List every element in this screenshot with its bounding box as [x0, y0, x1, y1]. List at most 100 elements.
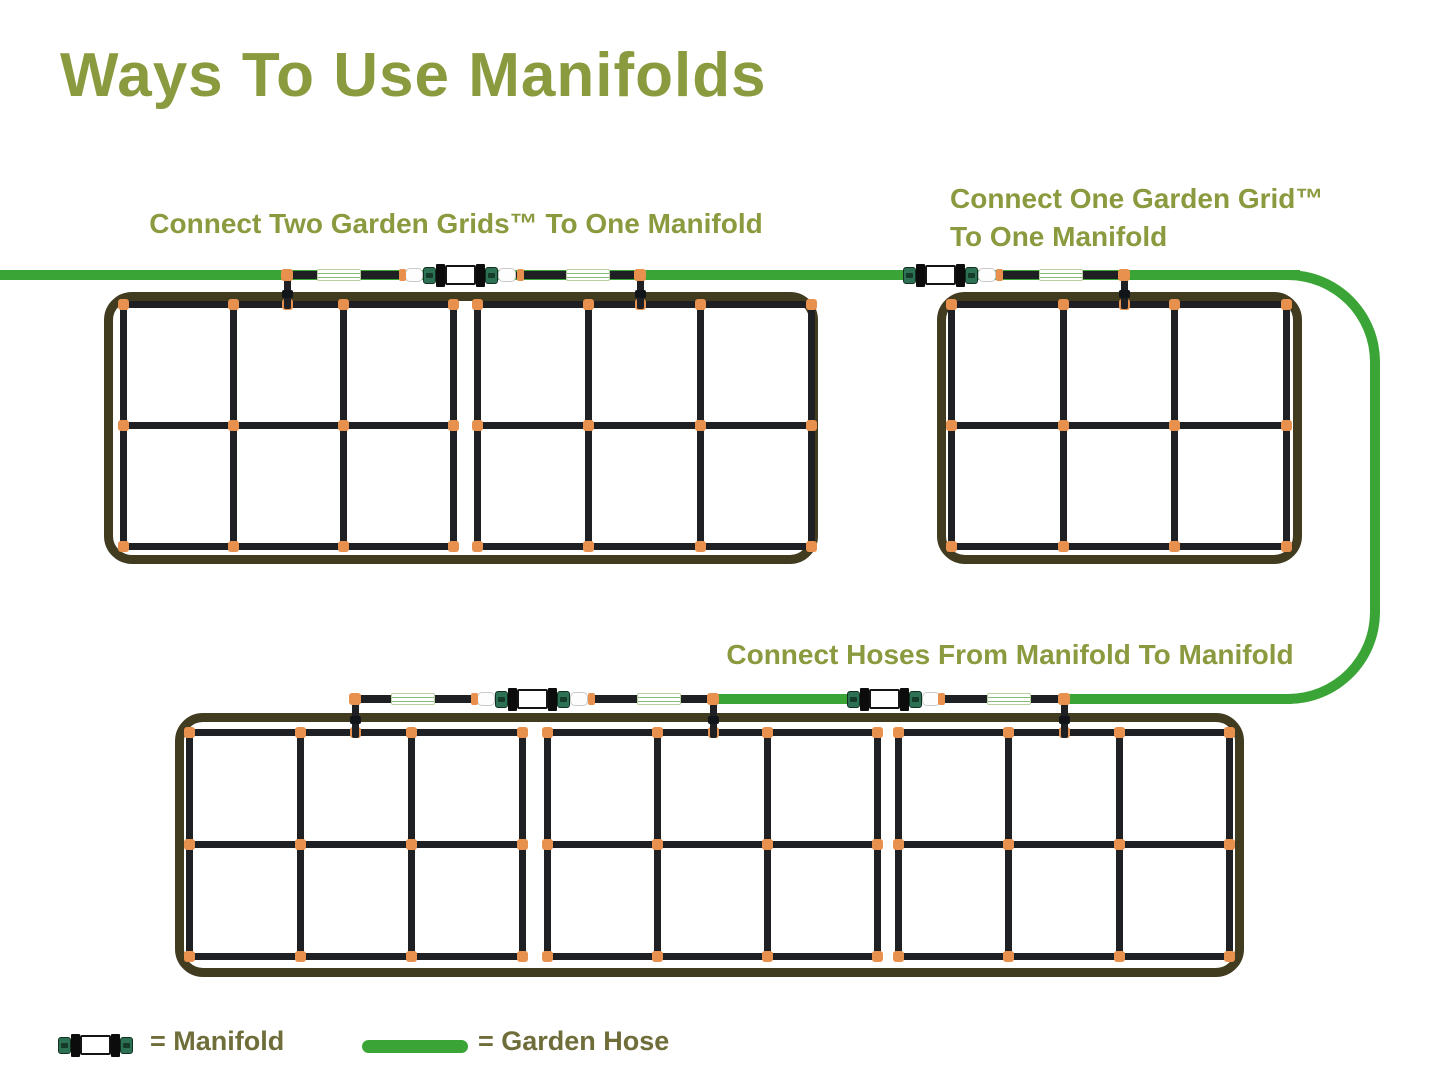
- grid-junction-connector: [1281, 541, 1292, 552]
- grid-junction-connector: [406, 839, 417, 850]
- grid-junction-connector: [694, 299, 706, 310]
- manifold-icon-top-left-body: [445, 265, 476, 285]
- manifold-icon-top-right: [903, 264, 978, 287]
- manifold-icon-top-left-clamp: [476, 264, 485, 287]
- manifold-icon-top-right-green-cap: [965, 267, 978, 284]
- hose-coupler: [978, 268, 996, 282]
- grid-junction-connector: [762, 839, 773, 850]
- tube-label-chip: [317, 269, 361, 281]
- grid-junction-connector: [806, 541, 817, 552]
- grid-junction-connector: [1057, 299, 1069, 310]
- grid-junction-connector: [946, 420, 957, 431]
- hose-coupler: [570, 692, 588, 706]
- legend-manifold-icon-clamp: [71, 1034, 80, 1057]
- grid-junction-connector: [448, 420, 459, 431]
- grid-junction-connector: [652, 839, 663, 850]
- manifold-icon-bottom-right-clamp: [860, 688, 869, 711]
- grid-junction-connector: [118, 541, 129, 552]
- grid-junction-connector: [1003, 839, 1015, 850]
- garden-hose-right-curve: [1284, 270, 1380, 704]
- grid-junction-connector: [946, 299, 957, 310]
- grid-junction-connector: [893, 839, 904, 850]
- drop-connector-nub: [349, 716, 361, 724]
- grid-junction-connector: [893, 727, 904, 738]
- page-title: Ways To Use Manifolds: [60, 41, 767, 110]
- section-label-one-grid-line1: Connect One Garden Grid™: [950, 183, 1324, 214]
- legend-hose-label: = Garden Hose: [478, 1026, 670, 1056]
- grid-junction-connector: [517, 839, 528, 850]
- garden-grid-bottom-2-tube: [544, 841, 881, 848]
- hose-coupler: [405, 268, 423, 282]
- tube-label-chip: [391, 693, 435, 705]
- manifold-icon-top-right-clamp: [956, 264, 965, 287]
- manifold-icon-bottom-right-green-cap: [909, 691, 922, 708]
- manifold-icon-bottom-right-slot: [850, 697, 857, 702]
- garden-grid-bottom-3-tube: [895, 841, 1233, 848]
- grid-junction-connector: [652, 727, 663, 738]
- grid-junction-connector: [228, 541, 239, 552]
- manifold-icon-bottom-left-slot: [560, 697, 567, 702]
- garden-hose-bottom-right: [1068, 694, 1292, 704]
- orange-tee-connector: [281, 269, 293, 281]
- grid-junction-connector: [1113, 951, 1125, 962]
- manifold-icon-bottom-right-clamp: [900, 688, 909, 711]
- grid-junction-connector: [472, 541, 483, 552]
- garden-grid-bottom-1-tube: [186, 953, 526, 960]
- grid-junction-connector: [338, 420, 349, 431]
- drop-connector-nub: [634, 289, 646, 298]
- grid-junction-connector: [1224, 839, 1235, 850]
- drop-connector-nub: [281, 289, 293, 298]
- grid-junction-connector: [448, 541, 459, 552]
- garden-grid-top-left-2-tube: [474, 543, 815, 550]
- grid-junction-connector: [806, 299, 817, 310]
- grid-junction-connector: [295, 839, 306, 850]
- grid-junction-connector: [1169, 420, 1181, 431]
- grid-junction-connector: [1281, 420, 1292, 431]
- manifold-icon-top-left-slot: [426, 273, 433, 278]
- orange-fitting-ring: [996, 269, 1003, 281]
- manifold-icon-top-right-body: [925, 265, 956, 285]
- legend-manifold-icon-slot: [123, 1043, 130, 1048]
- manifold-icon-bottom-right-green-cap: [847, 691, 860, 708]
- grid-junction-connector: [542, 727, 553, 738]
- grid-junction-connector: [295, 951, 306, 962]
- grid-junction-connector: [893, 951, 904, 962]
- manifold-icon-bottom-left-body: [517, 689, 548, 709]
- grid-junction-connector: [583, 299, 595, 310]
- orange-fitting-ring: [938, 693, 945, 705]
- grid-junction-connector: [184, 839, 195, 850]
- grid-junction-connector: [1003, 727, 1015, 738]
- manifold-icon-top-left-green-cap: [423, 267, 436, 284]
- manifold-icon-bottom-left-green-cap: [495, 691, 508, 708]
- tube-label-chip: [987, 693, 1031, 705]
- manifold-icon-bottom-right: [847, 688, 922, 711]
- tube-label-chip: [637, 693, 681, 705]
- garden-grid-top-right-tube: [948, 422, 1290, 429]
- manifold-icon-bottom-left-clamp: [508, 688, 517, 711]
- garden-grid-top-right-tube: [948, 543, 1290, 550]
- manifold-icon-top-left-clamp: [436, 264, 445, 287]
- legend-manifold-icon: [58, 1034, 133, 1057]
- manifold-icon-top-right-clamp: [916, 264, 925, 287]
- grid-junction-connector: [448, 299, 459, 310]
- garden-grid-top-left-1-tube: [120, 422, 457, 429]
- grid-junction-connector: [406, 727, 417, 738]
- grid-junction-connector: [806, 420, 817, 431]
- section-label-two-grids: Connect Two Garden Grids™ To One Manifol…: [149, 208, 763, 239]
- grid-junction-connector: [1224, 727, 1235, 738]
- grid-junction-connector: [652, 951, 663, 962]
- manifold-icon-bottom-right-slot: [912, 697, 919, 702]
- orange-tee-connector: [1118, 269, 1130, 281]
- grid-junction-connector: [762, 727, 773, 738]
- orange-fitting-ring: [471, 693, 478, 705]
- grid-junction-connector: [1281, 299, 1292, 310]
- manifold-icon-top-right-slot: [968, 273, 975, 278]
- orange-tee-connector: [1058, 693, 1070, 705]
- garden-grid-bottom-2-tube: [544, 953, 881, 960]
- grid-junction-connector: [338, 541, 349, 552]
- orange-fitting-ring: [517, 269, 524, 281]
- grid-junction-connector: [872, 727, 883, 738]
- manifold-icon-bottom-left-green-cap: [557, 691, 570, 708]
- section-label-one-grid: Connect One Garden Grid™ To One Manifold: [950, 180, 1323, 256]
